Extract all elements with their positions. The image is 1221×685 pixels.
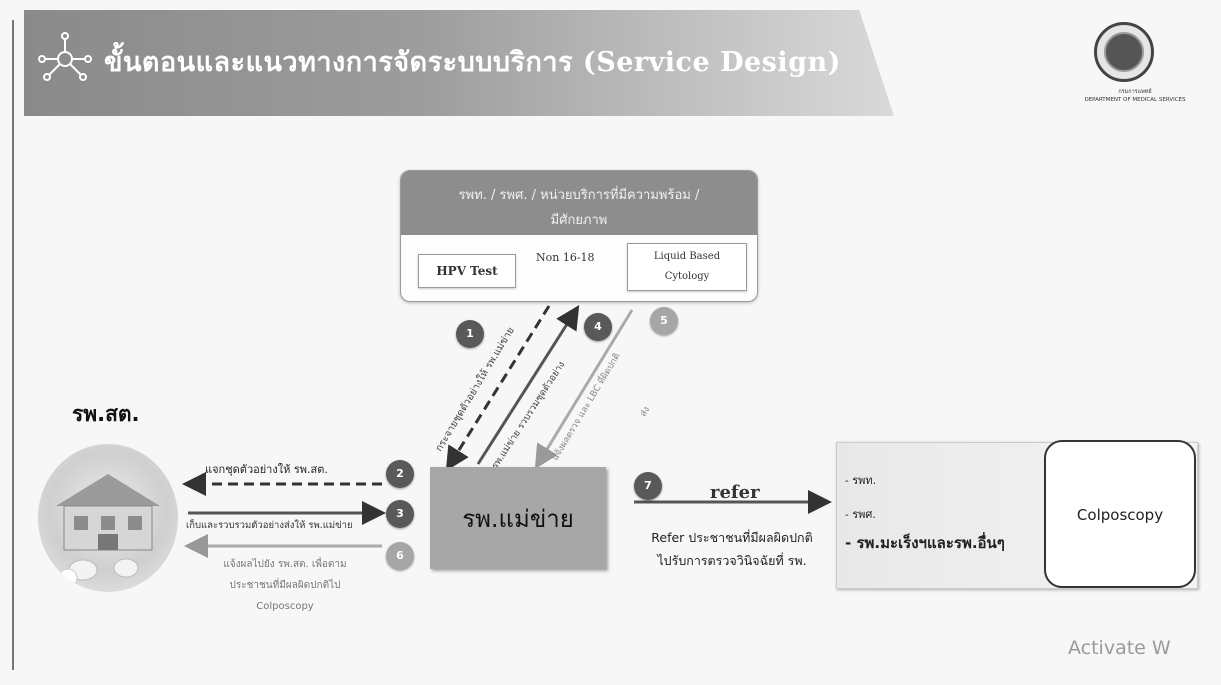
rpst-title: รพ.สต. (72, 402, 140, 426)
colposcopy-label: Colposcopy (1076, 506, 1164, 524)
step-6-label: แจ้งผลไปยัง รพ.สต. เพื่อตาม ประชาชนที่มี… (190, 554, 380, 617)
colposcopy-box: Colposcopy (1044, 440, 1196, 588)
network-nodes-icon (38, 32, 92, 81)
step-3-label: เก็บและรวบรวมตัวอย่างส่งให้ รพ.แม่ข่าย (186, 520, 353, 531)
logo-caption-thai: กรมการแพทย์ (1118, 89, 1152, 95)
lbc-line-2: Cytology (664, 271, 710, 282)
lab-header-line-2: มีศักยภาพ (550, 213, 608, 228)
arrow-step-5 (534, 309, 634, 470)
activate-watermark: Activate W (1068, 637, 1171, 659)
step-badge-2: 2 (386, 460, 414, 488)
refer-desc-line-1: Refer ประชาชนที่มีผลผิดปกติ (651, 530, 813, 545)
lbc-line-1: Liquid Based (653, 251, 721, 262)
step-6-label-line-2: ประชาชนที่มีผลผิดปกติไป (229, 580, 341, 591)
title-banner (24, 10, 894, 116)
hub-hospital-label: รพ.แม่ข่าย (462, 505, 574, 533)
logo-emblem-icon (1104, 32, 1144, 72)
step-badge-5: 5 (650, 307, 678, 335)
step-badge-7: 7 (634, 472, 662, 500)
lab-header: รพท. / รพศ. / หน่วยบริการที่มีความพร้อม … (401, 171, 757, 235)
logo-caption: กรมการแพทย์ DEPARTMENT OF MEDICAL SERVIC… (1080, 88, 1190, 104)
arrow-step-4 (476, 304, 580, 465)
step-2-label: แจกชุดตัวอย่างให้ รพ.สต. (205, 463, 328, 476)
dest-item-1: - รพท. (845, 474, 877, 487)
refer-label: refer (710, 482, 760, 503)
left-border-rule (12, 20, 14, 670)
lab-header-line-1: รพท. / รพศ. / หน่วยบริการที่มีความพร้อม … (458, 188, 700, 203)
step-6-label-line-3: Colposcopy (256, 601, 314, 612)
health-center-building-image (38, 444, 178, 592)
step-badge-4: 4 (584, 313, 612, 341)
lbc-box: Liquid Based Cytology (627, 243, 747, 291)
hub-hospital-box: รพ.แม่ข่าย (430, 467, 606, 569)
dest-item-2: - รพศ. (845, 508, 876, 521)
lab-service-box: รพท. / รพศ. / หน่วยบริการที่มีความพร้อม … (400, 170, 758, 302)
refer-desc-line-2: ไปรับการตรวจวินิจฉัยที่ รพ. (657, 553, 807, 568)
step-6-label-line-1: แจ้งผลไปยัง รพ.สต. เพื่อตาม (223, 559, 347, 570)
step-badge-3: 3 (386, 500, 414, 528)
building-icon (56, 474, 160, 588)
hpv-test-box: HPV Test (418, 254, 516, 288)
dest-item-3: - รพ.มะเร็งฯและรพ.อื่นๆ (845, 534, 1005, 552)
step-badge-6: 6 (386, 542, 414, 570)
step-badge-1: 1 (456, 320, 484, 348)
non-16-18-label: Non 16-18 (536, 251, 595, 264)
department-logo (1094, 22, 1154, 82)
page-title: ขั้นตอนและแนวทางการจัดระบบบริการ (Servic… (104, 47, 841, 78)
logo-caption-english: DEPARTMENT OF MEDICAL SERVICES (1084, 97, 1186, 103)
refer-description: Refer ประชาชนที่มีผลผิดปกติ ไปรับการตรวจ… (632, 526, 832, 572)
